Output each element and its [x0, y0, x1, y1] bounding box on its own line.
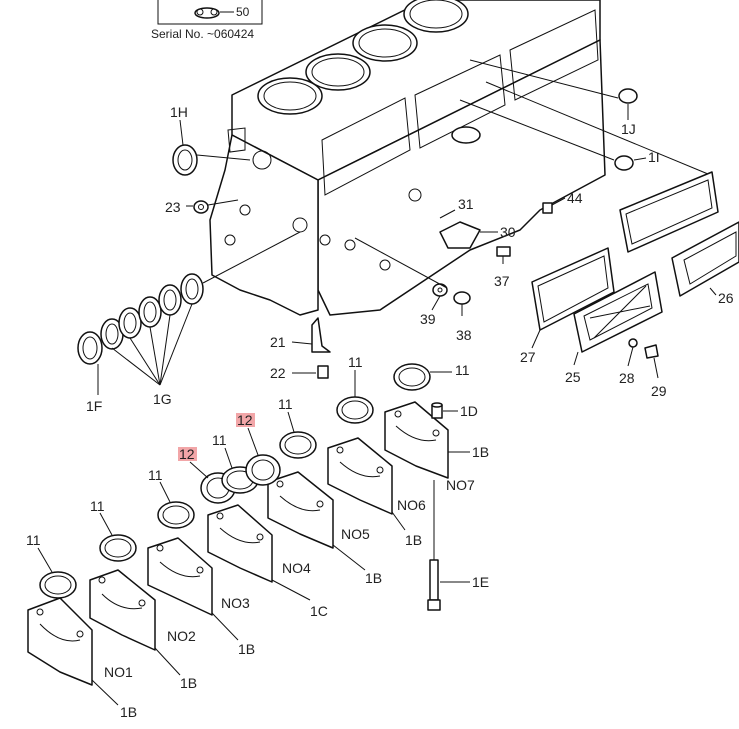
label-1g: 1G [153, 391, 172, 407]
label-29: 29 [651, 383, 667, 399]
label-1h: 1H [170, 104, 188, 120]
part-28-washer [628, 338, 638, 348]
part-1j-plug [618, 88, 638, 104]
part-1h-seal [172, 144, 198, 176]
label-44: 44 [567, 190, 583, 206]
label-26: 26 [718, 290, 734, 306]
label-11-no3: 11 [148, 467, 163, 483]
label-25: 25 [565, 369, 581, 385]
label-1b-no6: 1B [405, 532, 422, 548]
part-21-nozzle [311, 317, 331, 353]
part-39-washer [432, 283, 448, 297]
part-23-washer [193, 200, 209, 214]
block-fittings: 1H 1J 1I 23 44 31 30 37 [165, 59, 660, 343]
label-1b-no3: 1B [238, 641, 255, 657]
label-no7: NO7 [446, 477, 475, 493]
label-11-no4: 11 [212, 432, 227, 448]
highlight-12a [178, 447, 197, 461]
label-50: 50 [236, 5, 250, 19]
label-11-no1: 11 [26, 532, 41, 548]
side-covers: 26 27 25 28 29 [485, 81, 739, 399]
serial-note: Serial No. ~060424 [151, 27, 254, 41]
label-no6: NO6 [397, 497, 426, 513]
part-38-bolt [453, 291, 471, 305]
label-31: 31 [458, 196, 474, 212]
label-23: 23 [165, 199, 181, 215]
part-gasket-upper [619, 171, 719, 253]
label-1b-no5: 1B [365, 570, 382, 586]
cap-no5 [267, 471, 334, 549]
label-37: 37 [494, 273, 510, 289]
label-1f: 1F [86, 398, 102, 414]
nozzle-parts: 21 22 [270, 317, 331, 381]
bearing-shells: 11 11 11 11 12 12 11 11 11 [26, 354, 470, 599]
part-29-bolt [644, 344, 659, 359]
label-1b-top: 1B [472, 444, 489, 460]
part-22-bolt [317, 365, 329, 379]
label-21: 21 [270, 334, 286, 350]
label-no3: NO3 [221, 595, 250, 611]
label-12b: 12 [237, 412, 253, 428]
cap-no2 [89, 569, 156, 651]
part-26-cover [671, 221, 739, 297]
label-11-no2: 11 [90, 498, 105, 514]
label-no5: NO5 [341, 526, 370, 542]
label-1d: 1D [460, 403, 478, 419]
label-11-no5: 11 [278, 396, 293, 412]
label-12a: 12 [179, 446, 195, 462]
highlight-12b [236, 413, 255, 427]
part-1e-bolt [429, 559, 439, 601]
label-22: 22 [270, 365, 286, 381]
part-1i-plug [614, 155, 634, 171]
cap-no3 [147, 537, 213, 616]
cylinder-block [209, 0, 606, 316]
label-39: 39 [420, 311, 436, 327]
label-no1: NO1 [104, 664, 133, 680]
cap-no7 [384, 401, 449, 479]
label-11-no6: 11 [348, 354, 363, 370]
part-37-bolt [496, 246, 511, 257]
label-27: 27 [520, 349, 536, 365]
part-12-thrust-washer-b [245, 454, 281, 486]
main-bearing-caps: NO1 1B NO2 1B NO3 1B NO4 1C NO5 1B [27, 401, 489, 720]
part-27-gasket [531, 247, 615, 331]
label-30: 30 [500, 224, 516, 240]
part-44-bolt [542, 202, 553, 214]
label-1b-no1: 1B [120, 704, 137, 720]
part-50-washer [194, 7, 220, 19]
label-38: 38 [456, 327, 472, 343]
cam-bushings: 1F 1G [77, 231, 301, 414]
label-no2: NO2 [167, 628, 196, 644]
label-11-no7: 11 [455, 362, 470, 378]
cap-no4 [207, 504, 273, 583]
label-1e: 1E [472, 574, 489, 590]
label-28: 28 [619, 370, 635, 386]
part-1f-bushing [77, 331, 103, 365]
label-1j: 1J [621, 121, 636, 137]
serial-inset: 50 Serial No. ~060424 [151, 0, 263, 41]
label-1i: 1I [648, 149, 660, 165]
part-30-cover [439, 221, 481, 249]
label-1c: 1C [310, 603, 328, 619]
label-no4: NO4 [282, 560, 311, 576]
label-1b-no2: 1B [180, 675, 197, 691]
cap-no6 [327, 437, 393, 515]
